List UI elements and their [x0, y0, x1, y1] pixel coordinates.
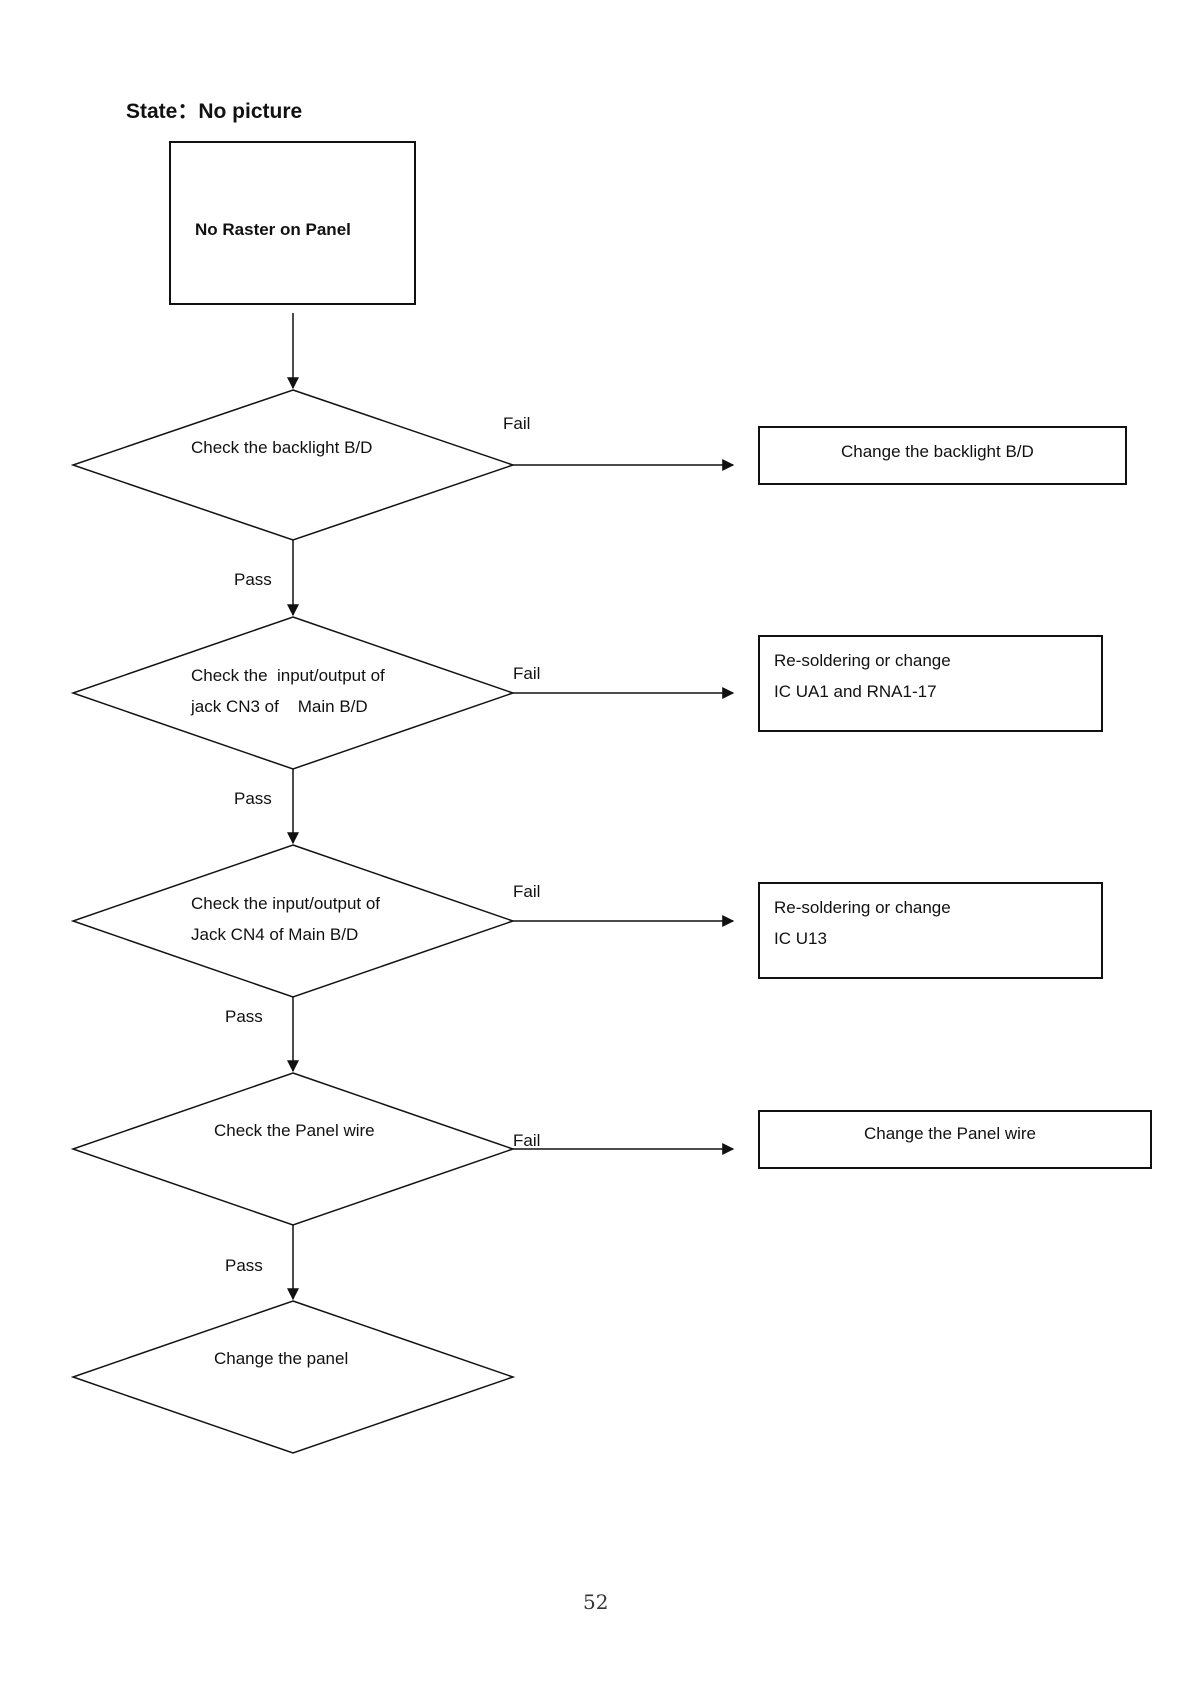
action-text-backlight: Change the backlight B/D: [841, 442, 1034, 461]
decision-text-cn4-line1: Check the input/output of: [191, 894, 381, 913]
decision-text-cn4-line2: Jack CN4 of Main B/D: [191, 925, 359, 944]
state-title: State：No picture: [126, 100, 303, 123]
action-box-panel-wire: [758, 1110, 1152, 1169]
action-text-cn3-line1: Re-soldering or change: [774, 651, 951, 670]
action-text-cn4-line1: Re-soldering or change: [774, 898, 951, 917]
action-box-cn3: [758, 635, 1103, 732]
action-text-cn4-line2: IC U13: [774, 929, 827, 948]
decision-diamond-backlight: [70, 389, 516, 541]
pass-label-backlight: Pass: [234, 570, 272, 589]
action-box-backlight: [758, 426, 1127, 485]
final-diamond: [70, 1300, 516, 1454]
start-box: [169, 141, 416, 305]
pass-label-cn4: Pass: [225, 1007, 263, 1026]
decision-text-cn3-line1: Check the input/output of: [191, 666, 385, 685]
pass-label-cn3: Pass: [234, 789, 272, 808]
fail-label-backlight: Fail: [503, 414, 531, 433]
fail-label-cn4: Fail: [513, 882, 541, 901]
final-step-text: Change the panel: [214, 1349, 349, 1368]
decision-text-panel-wire: Check the Panel wire: [214, 1121, 375, 1140]
decision-diamond-cn3: [70, 616, 516, 770]
action-box-cn4: [758, 882, 1103, 979]
decision-diamond-panel-wire: [70, 1072, 516, 1226]
decision-diamond-cn4: [70, 844, 516, 998]
start-box-label: No Raster on Panel: [195, 220, 351, 239]
action-text-cn3-line2: IC UA1 and RNA1-17: [774, 682, 937, 701]
decision-text-cn3-line2: jack CN3 of Main B/D: [191, 697, 368, 716]
fail-label-panel-wire: Fail: [513, 1131, 541, 1150]
action-text-panel-wire: Change the Panel wire: [864, 1124, 1037, 1143]
page-number: 52: [583, 1590, 609, 1614]
decision-text-backlight: Check the backlight B/D: [191, 438, 373, 457]
pass-label-panel-wire: Pass: [225, 1256, 263, 1275]
fail-label-cn3: Fail: [513, 664, 541, 683]
